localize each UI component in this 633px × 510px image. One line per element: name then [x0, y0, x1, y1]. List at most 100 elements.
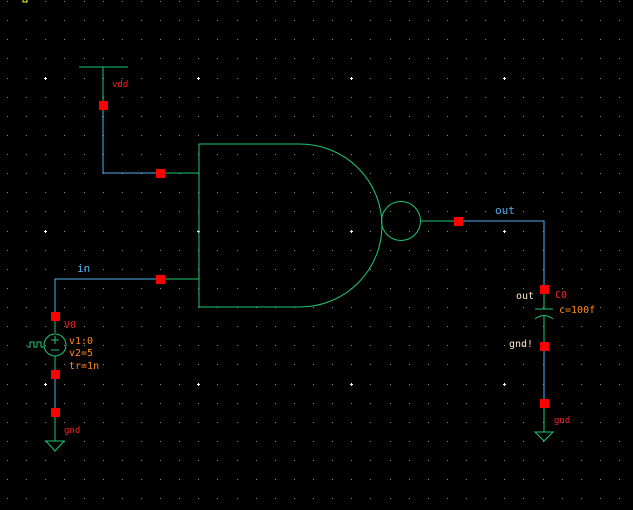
wire-vdd[interactable]	[102, 105, 160, 174]
pin-square[interactable]	[540, 399, 549, 408]
capacitor[interactable]: out C0 c=100f gnd!	[509, 289, 595, 350]
grid-dot	[370, 1, 371, 2]
grid-dot	[447, 288, 448, 289]
grid-major-dot	[503, 230, 506, 233]
grid-dot	[390, 326, 391, 327]
grid-dot	[160, 97, 161, 98]
pin-square[interactable]	[540, 285, 549, 294]
grid-dot	[256, 39, 257, 40]
grid-dot	[409, 39, 410, 40]
grid-dot	[485, 498, 486, 499]
grid-dot	[141, 192, 142, 193]
grid-dot	[217, 422, 218, 423]
pin-square[interactable]	[51, 312, 60, 321]
grid-dot	[447, 58, 448, 59]
grid-dot	[122, 345, 123, 346]
grid-dot	[237, 78, 238, 79]
grid-dot	[447, 441, 448, 442]
grid-dot	[351, 269, 352, 270]
wire-in[interactable]	[54, 278, 160, 316]
cap-bottom-terminal-label: gnd!	[509, 339, 533, 350]
grid-dot	[485, 364, 486, 365]
pin-square[interactable]	[99, 101, 108, 110]
vdd-supply[interactable]: vdd	[79, 66, 128, 105]
grid-dot	[619, 97, 620, 98]
wire-out[interactable]	[458, 220, 545, 289]
grid-dot	[600, 97, 601, 98]
grid-dot	[275, 250, 276, 251]
grid-dot	[7, 97, 8, 98]
grid-dot	[447, 250, 448, 251]
grid-dot	[237, 288, 238, 289]
grid-dot	[409, 364, 410, 365]
grid-dot	[160, 154, 161, 155]
grid-dot	[237, 192, 238, 193]
nand-gate[interactable]	[198, 143, 458, 308]
pin-square[interactable]	[156, 169, 165, 178]
grid-dot	[122, 422, 123, 423]
grid-dot	[122, 460, 123, 461]
grid-dot	[581, 211, 582, 212]
grid-dot	[64, 1, 65, 2]
grid-dot	[562, 78, 563, 79]
grid-dot	[600, 288, 601, 289]
grid-dot	[141, 58, 142, 59]
grid-dot	[523, 498, 524, 499]
pin-square[interactable]	[454, 217, 463, 226]
grid-dot	[26, 116, 27, 117]
grid-dot	[217, 288, 218, 289]
grid-dot	[428, 211, 429, 212]
grid-dot	[141, 345, 142, 346]
grid-dot	[504, 326, 505, 327]
grid-dot	[581, 78, 582, 79]
grid-dot	[45, 192, 46, 193]
grid-dot	[84, 116, 85, 117]
grid-dot	[370, 326, 371, 327]
grid-dot	[313, 1, 314, 2]
grid-dot	[7, 58, 8, 59]
grid-dot	[523, 288, 524, 289]
grid-dot	[562, 326, 563, 327]
grid-dot	[370, 403, 371, 404]
grid-dot	[523, 307, 524, 308]
grid-dot	[504, 498, 505, 499]
grid-dot	[351, 345, 352, 346]
grid-major-dot	[350, 230, 353, 233]
grid-dot	[217, 460, 218, 461]
grid-dot	[256, 479, 257, 480]
grid-dot	[600, 307, 601, 308]
grid-dot	[294, 231, 295, 232]
grid-dot	[485, 269, 486, 270]
grid-dot	[504, 192, 505, 193]
grid-dot	[390, 192, 391, 193]
pin-square[interactable]	[51, 408, 60, 417]
grid-dot	[237, 345, 238, 346]
grid-dot	[390, 231, 391, 232]
grid-dot	[64, 154, 65, 155]
grid-dot	[122, 231, 123, 232]
grid-dot	[562, 211, 563, 212]
grid-dot	[562, 135, 563, 136]
pin-square[interactable]	[156, 275, 165, 284]
pin-square[interactable]	[51, 370, 60, 379]
grid-dot	[390, 345, 391, 346]
pin-square[interactable]	[540, 342, 549, 351]
grid-dot	[600, 78, 601, 79]
grid-dot	[45, 211, 46, 212]
grid-dot	[485, 211, 486, 212]
grid-major-dot	[197, 77, 200, 80]
grid-dot	[45, 326, 46, 327]
grid-dot	[409, 78, 410, 79]
grid-dot	[313, 192, 314, 193]
grid-dot	[313, 211, 314, 212]
grid-dot	[332, 288, 333, 289]
grid-dot	[332, 307, 333, 308]
grid-dot	[466, 326, 467, 327]
grid-dot	[45, 20, 46, 21]
grid-dot	[332, 231, 333, 232]
grid-dot	[562, 498, 563, 499]
grid-dot	[313, 135, 314, 136]
grid-dot	[313, 403, 314, 404]
grid-dot	[275, 422, 276, 423]
